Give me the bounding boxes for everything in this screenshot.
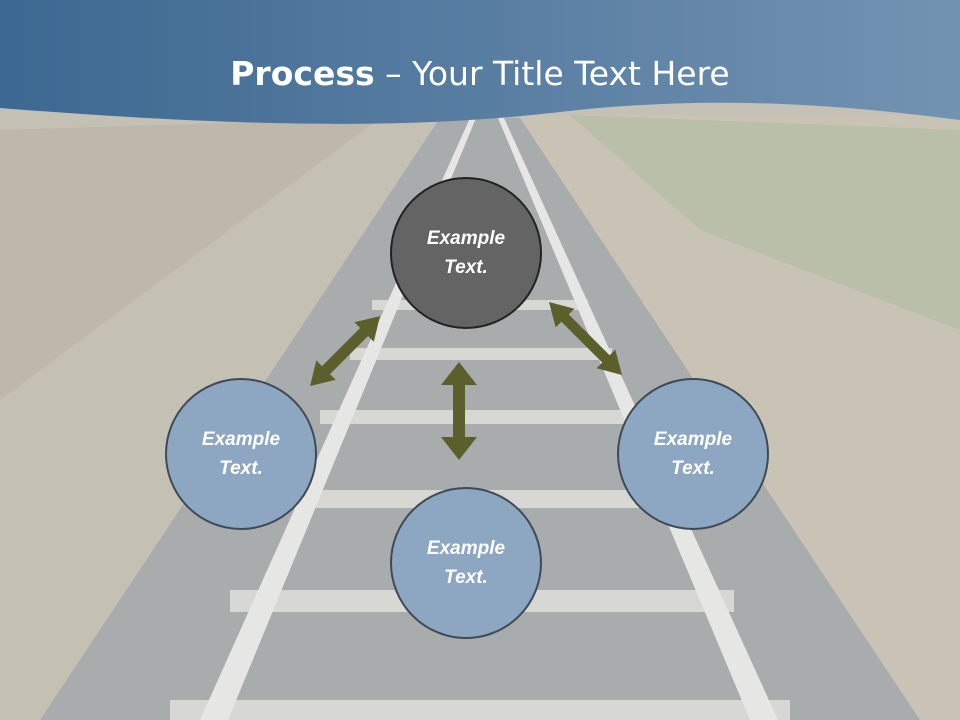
- process-node-left: Example Text.: [165, 378, 317, 530]
- process-node-bottom: Example Text.: [390, 487, 542, 639]
- node-left-line1: Example: [201, 429, 281, 450]
- node-left-line2: Text.: [219, 458, 263, 479]
- slide-title: Process – Your Title Text Here: [0, 52, 960, 96]
- node-top-line1: Example: [426, 228, 506, 249]
- double-arrow-top-right-icon: [549, 302, 622, 375]
- title-bold: Process: [230, 54, 375, 93]
- node-bottom-line1: Example: [426, 538, 506, 559]
- node-right-line1: Example: [653, 429, 733, 450]
- title-rest: – Your Title Text Here: [374, 54, 730, 93]
- node-top-line2: Text.: [444, 257, 488, 278]
- node-right-line2: Text.: [671, 458, 715, 479]
- process-node-right: Example Text.: [617, 378, 769, 530]
- double-arrow-vertical-icon: [441, 362, 477, 460]
- process-node-top: Example Text.: [390, 177, 542, 329]
- node-bottom-line2: Text.: [444, 567, 488, 588]
- double-arrow-top-left-icon: [310, 316, 380, 386]
